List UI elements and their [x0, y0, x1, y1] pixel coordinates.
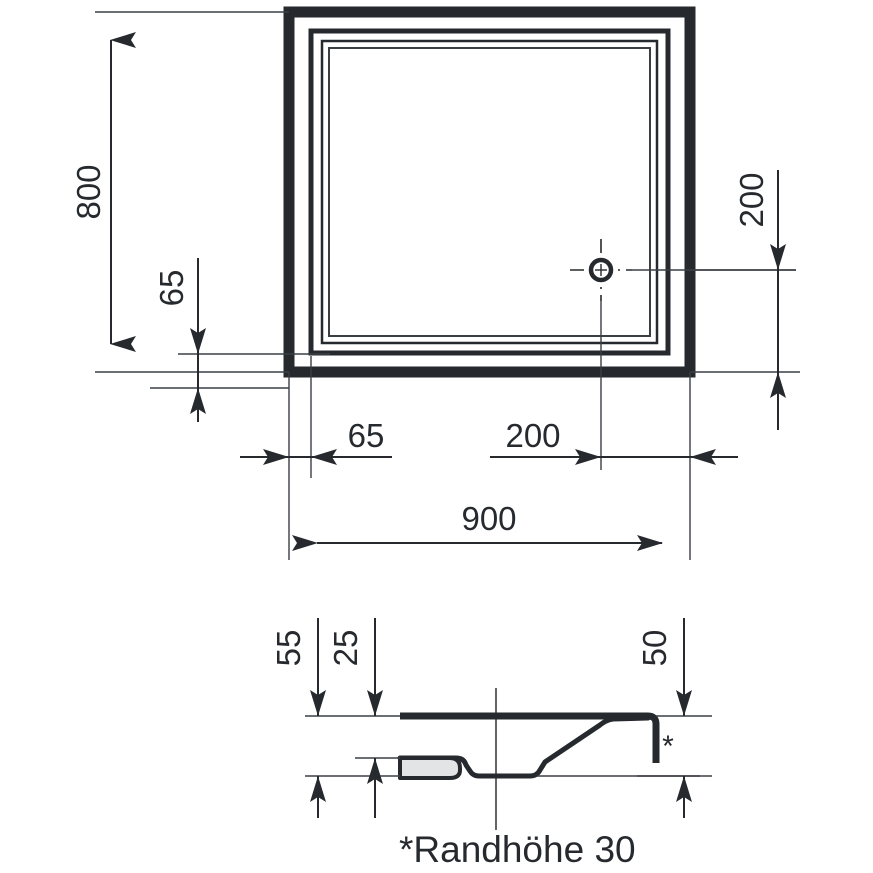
asterisk-marker: * — [662, 730, 674, 763]
arrow-25-down — [367, 690, 383, 716]
dimension-offset-200-vertical: 200 — [690, 170, 800, 430]
arrow-65v-up — [190, 388, 206, 414]
dimension-height-25: 25 — [327, 618, 383, 818]
rim-inner — [328, 47, 651, 337]
dim-label-55: 55 — [270, 630, 307, 667]
arrow-25-up — [367, 758, 383, 784]
arrow-65h-left — [311, 449, 337, 465]
dimension-offset-65-horizontal: 65 — [240, 417, 392, 465]
dim-label-50: 50 — [636, 630, 673, 667]
dim-label-900: 900 — [461, 500, 516, 537]
dimension-height-50: 50 — [636, 618, 692, 818]
arrow-55-up — [310, 776, 326, 802]
arrow-200v-up — [770, 372, 786, 398]
dim-label-200-vertical: 200 — [733, 172, 770, 227]
drain-hole — [570, 239, 632, 301]
arrow-200h-right — [575, 449, 601, 465]
arrow-200v-down — [770, 244, 786, 270]
dimension-height-800: 800 — [70, 11, 289, 373]
dim-label-65-vertical: 65 — [153, 270, 190, 307]
dim-label-800: 800 — [70, 164, 107, 219]
rim-outer — [308, 28, 671, 356]
arrow-55-down — [310, 690, 326, 716]
arrow-65h-right — [263, 449, 289, 465]
rim-middle — [320, 39, 659, 345]
section-bottom-profile — [397, 715, 651, 779]
dimension-offset-200-horizontal: 200 — [490, 417, 738, 465]
arrow-50-down — [676, 690, 692, 716]
dim-label-25: 25 — [327, 630, 364, 667]
tray-outline — [283, 6, 696, 378]
arrow-65v-down — [190, 328, 206, 354]
dim-label-65-horizontal: 65 — [348, 417, 385, 454]
dimension-height-55: 55 — [270, 618, 326, 818]
section-shaded-block — [398, 756, 462, 780]
arrow-200h-left — [690, 449, 716, 465]
plan-view: 800 65 200 — [70, 6, 800, 560]
dim-label-200-horizontal: 200 — [505, 417, 560, 454]
arrow-50-up — [676, 776, 692, 802]
section-caption: *Randhöhe 30 — [399, 829, 636, 870]
section-view: 55 25 50 * *Randhöhe 30 — [270, 618, 712, 870]
dimension-width-900: 900 — [292, 500, 663, 551]
dimension-offset-65-vertical: 65 — [150, 258, 330, 422]
